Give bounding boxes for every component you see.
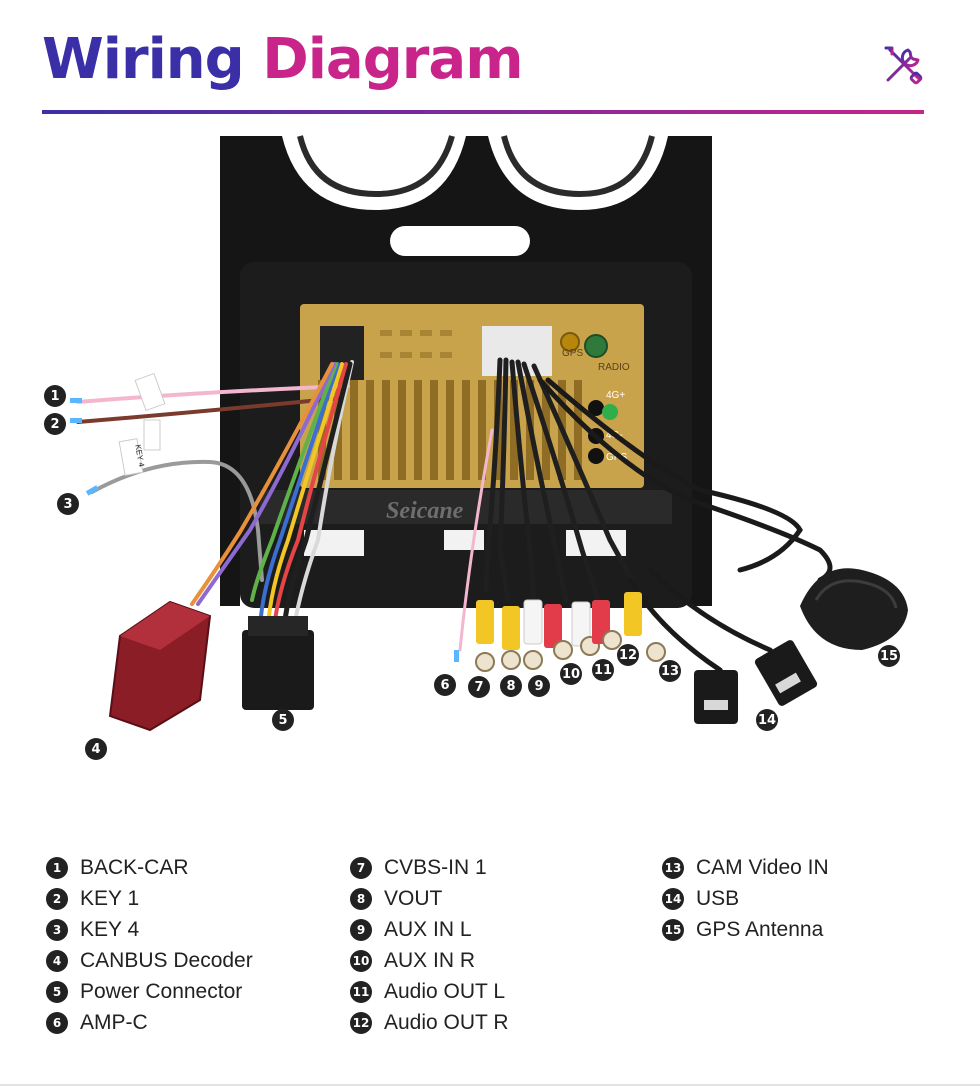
bottom-divider	[0, 1084, 980, 1086]
callout-8: 8	[500, 675, 522, 697]
legend-item: 8 VOUT	[350, 883, 509, 914]
tools-icon	[884, 46, 923, 85]
legend-label: CVBS-IN 1	[384, 855, 487, 879]
usb-connectors	[694, 640, 818, 724]
legend-label: Power Connector	[80, 979, 243, 1003]
legend-label: KEY 1	[80, 886, 140, 910]
callout-13: 13	[659, 660, 681, 682]
legend-number: 6	[46, 1011, 68, 1034]
callout-15: 15	[878, 645, 900, 667]
power-connector	[242, 616, 314, 710]
legend-number: 13	[662, 856, 684, 879]
legend-number: 8	[350, 887, 372, 910]
callout-1: 1	[44, 385, 66, 407]
legend-item: 5 Power Connector	[46, 976, 253, 1007]
callout-5: 5	[272, 709, 294, 731]
callout-4: 4	[85, 738, 107, 760]
callout-12: 12	[617, 644, 639, 666]
radio-back-panel: GPS RADIO 4G+ 4G- GPS	[300, 304, 644, 488]
legend-column-2: 7 CVBS-IN 1 8 VOUT 9 AUX IN L 10 AUX IN R 11…	[350, 852, 509, 1038]
legend-number: 1	[46, 856, 68, 879]
wires	[76, 357, 833, 693]
wire-tips	[70, 398, 459, 662]
gps-port-label: GPS	[562, 348, 583, 359]
legend-number: 11	[350, 980, 372, 1003]
legend-label: USB	[696, 886, 740, 910]
legend-number: 5	[46, 980, 68, 1003]
legend-number: 3	[46, 918, 68, 941]
legend-number: 2	[46, 887, 68, 910]
callout-11: 11	[592, 659, 614, 681]
legend-label: AUX IN R	[384, 948, 476, 972]
legend-label: AMP-C	[80, 1010, 148, 1034]
legend-label: KEY 4	[80, 917, 140, 941]
legend-number: 15	[662, 918, 684, 941]
legend-item: 12 Audio OUT R	[350, 1007, 509, 1038]
legend-column-3: 13 CAM Video IN 14 USB 15 GPS Antenna	[662, 852, 829, 945]
rca-plugs	[475, 592, 666, 672]
gps-antenna	[800, 568, 908, 650]
legend-number: 4	[46, 949, 68, 972]
legend-number: 9	[350, 918, 372, 941]
legend-number: 10	[350, 949, 372, 972]
legend-item: 13 CAM Video IN	[662, 852, 829, 883]
wire-tags: KEY 4	[118, 372, 166, 476]
legend-label: Audio OUT R	[384, 1010, 509, 1034]
legend-label: GPS Antenna	[696, 917, 824, 941]
legend-item: 6 AMP-C	[46, 1007, 253, 1038]
legend-number: 7	[350, 856, 372, 879]
legend-item: 15 GPS Antenna	[662, 914, 829, 945]
legend-item: 1 BACK-CAR	[46, 852, 253, 883]
canbus-decoder	[108, 600, 212, 732]
legend-label: CANBUS Decoder	[80, 948, 253, 972]
legend-item: 14 USB	[662, 883, 829, 914]
callout-10: 10	[560, 663, 582, 685]
legend-item: 4 CANBUS Decoder	[46, 945, 253, 976]
callout-3: 3	[57, 493, 79, 515]
legend-item: 11 Audio OUT L	[350, 976, 509, 1007]
legend-item: 7 CVBS-IN 1	[350, 852, 509, 883]
title-word-wiring: Wiring	[42, 27, 245, 92]
legend-item: 3 KEY 4	[46, 914, 253, 945]
callout-14: 14	[756, 709, 778, 731]
legend-number: 12	[350, 1011, 372, 1034]
port-4g-plus-label: 4G+	[606, 390, 625, 401]
legend-label: Audio OUT L	[384, 979, 506, 1003]
radio-port-label: RADIO	[598, 362, 630, 373]
legend-label: BACK-CAR	[80, 855, 189, 879]
callout-9: 9	[528, 675, 550, 697]
callout-7: 7	[468, 676, 490, 698]
legend-item: 10 AUX IN R	[350, 945, 509, 976]
page-title: Wiring Diagram	[42, 22, 524, 98]
wiring-photo: GPS RADIO 4G+ 4G- GPS Seicane	[70, 135, 908, 732]
key4-tag-label: KEY 4	[133, 444, 146, 468]
legend-number: 14	[662, 887, 684, 910]
callout-6: 6	[434, 674, 456, 696]
legend-label: CAM Video IN	[696, 855, 829, 879]
title-word-diagram: Diagram	[262, 27, 523, 92]
title-divider	[42, 110, 924, 114]
legend-item: 2 KEY 1	[46, 883, 253, 914]
legend-item: 9 AUX IN L	[350, 914, 509, 945]
legend-label: AUX IN L	[384, 917, 472, 941]
legend-label: VOUT	[384, 886, 443, 910]
seicane-watermark: Seicane	[386, 498, 464, 524]
callout-2: 2	[44, 413, 66, 435]
